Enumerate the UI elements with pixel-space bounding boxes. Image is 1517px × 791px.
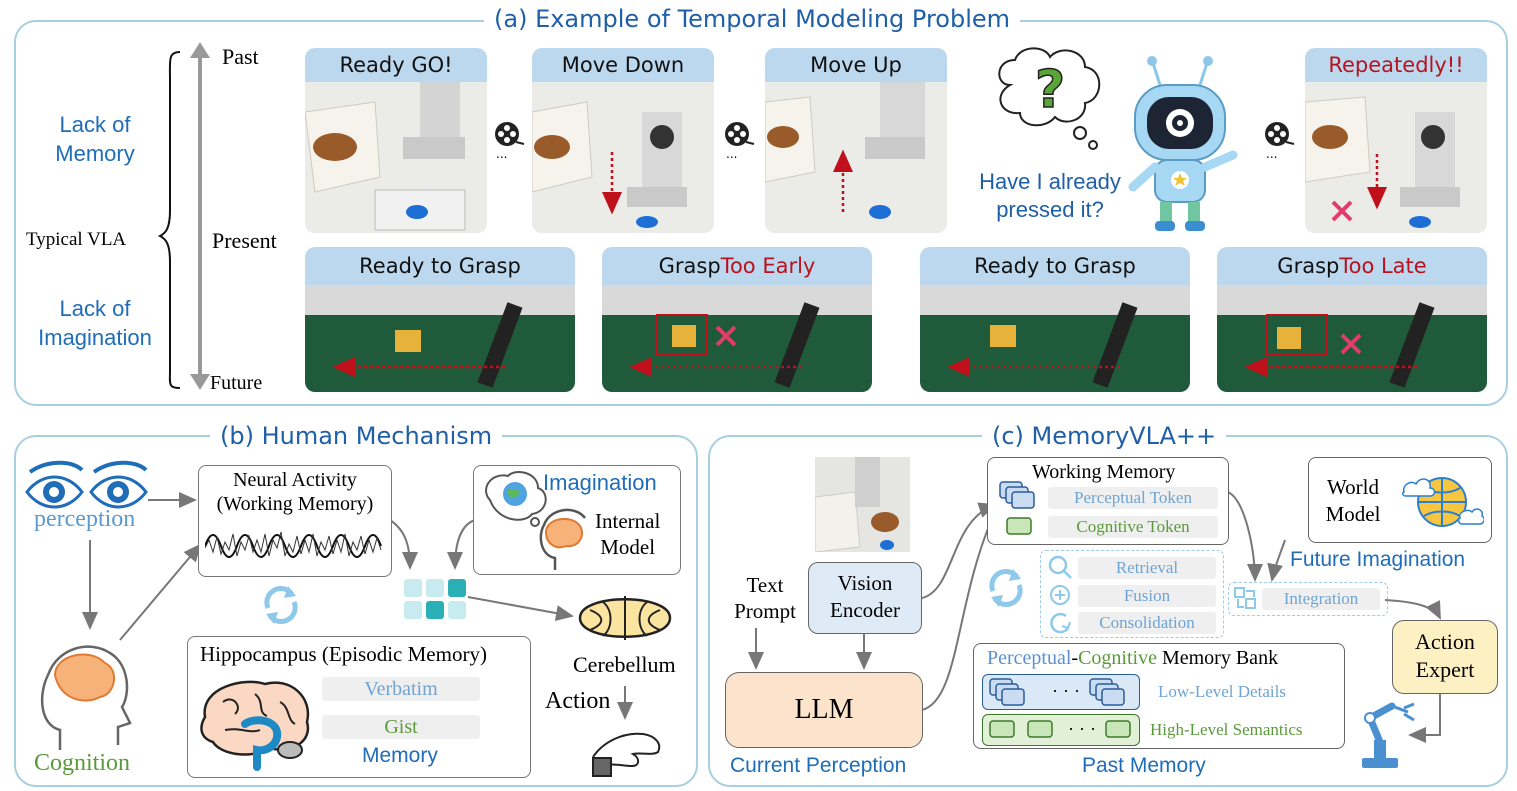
frame-ready-to-grasp-1: Ready to Grasp bbox=[305, 247, 575, 392]
cognition-label: Cognition bbox=[34, 750, 131, 776]
cognitive-ellipsis: · · · bbox=[1068, 718, 1096, 738]
frame-grasp-too-late: Grasp Too Late bbox=[1217, 247, 1487, 392]
time-axis bbox=[190, 42, 210, 390]
head-cognition-icon bbox=[40, 645, 132, 750]
panel-a-title: (a) Example of Temporal Modeling Problem bbox=[484, 5, 1021, 33]
svg-text:...: ... bbox=[1266, 147, 1277, 160]
cognitive-token-icon bbox=[1105, 720, 1131, 738]
world-model-label: World Model bbox=[1325, 475, 1381, 526]
film-reel-icon: ... bbox=[492, 120, 526, 161]
action-label: Action bbox=[545, 688, 611, 714]
plus-icon bbox=[1050, 585, 1070, 605]
perceptual-token-pill: Perceptual Token bbox=[1048, 487, 1218, 509]
axis-future: Future bbox=[210, 372, 263, 394]
film-reel-icon: ... bbox=[722, 120, 756, 161]
memory-label: Memory bbox=[362, 744, 438, 767]
memory-bank-label: Perceptual-Cognitive Memory Bank bbox=[987, 647, 1279, 669]
thinking-head-icon bbox=[485, 471, 586, 570]
neural-activity-label: Neural Activity (Working Memory) bbox=[216, 469, 374, 515]
hand-grasp-icon bbox=[592, 732, 661, 777]
svg-text:?: ? bbox=[1035, 60, 1065, 120]
thought-bubble-icon: ? bbox=[998, 47, 1101, 150]
integration-pill: Integration bbox=[1262, 588, 1380, 610]
typical-vla-label: Typical VLA bbox=[26, 229, 127, 250]
svg-text:...: ... bbox=[496, 147, 507, 160]
perceptual-ellipsis: · · · bbox=[1052, 680, 1080, 700]
consolidation-pill: Consolidation bbox=[1078, 612, 1216, 634]
neural-activity-box: Neural Activity (Working Memory) bbox=[198, 465, 392, 577]
cognitive-token-icon bbox=[1006, 517, 1032, 535]
verbatim-pill: Verbatim bbox=[322, 677, 480, 701]
globe-icon bbox=[1401, 477, 1484, 527]
text-prompt-label: Text Prompt bbox=[734, 573, 796, 623]
consolidate-icon bbox=[1050, 612, 1071, 634]
hippocampus-label: Hippocampus (Episodic Memory) bbox=[200, 642, 487, 666]
past-memory-label: Past Memory bbox=[1082, 754, 1206, 777]
update-cycle-icon bbox=[989, 569, 1023, 607]
perceptual-stack-icon bbox=[1089, 678, 1125, 706]
axis-past: Past bbox=[222, 44, 259, 69]
robot-thought-text: Have I already pressed it? bbox=[979, 169, 1121, 222]
current-perception-label: Current Perception bbox=[730, 754, 907, 777]
cognitive-token-icon bbox=[989, 720, 1053, 738]
internal-model-label: Internal Model bbox=[595, 509, 661, 559]
lack-of-memory-label: Lack of Memory bbox=[55, 112, 135, 166]
cerebellum-label: Cerebellum bbox=[573, 652, 676, 677]
frame-grasp-too-early: Grasp Too Early bbox=[602, 247, 872, 392]
search-icon bbox=[1048, 555, 1072, 579]
robot-scene-image bbox=[815, 457, 910, 552]
recycle-icon bbox=[264, 586, 298, 624]
action-expert-box: Action Expert bbox=[1392, 620, 1498, 694]
frame-move-up: Move Up bbox=[765, 48, 947, 233]
cerebellum-icon bbox=[578, 596, 672, 640]
vision-encoder-box: Vision Encoder bbox=[808, 562, 922, 634]
robot-mascot-icon bbox=[1128, 56, 1238, 231]
frame-move-down: Move Down bbox=[532, 48, 714, 233]
lack-of-imagination-label: Lack of Imagination bbox=[38, 296, 152, 350]
imagination-label: Imagination bbox=[543, 470, 657, 495]
frame-ready-go: Ready GO! bbox=[305, 48, 487, 233]
working-memory-label: Working Memory bbox=[1032, 461, 1176, 483]
fusion-pill: Fusion bbox=[1078, 585, 1216, 607]
svg-text:...: ... bbox=[726, 147, 737, 160]
perception-label: perception bbox=[34, 506, 136, 532]
perceptual-stack-icon bbox=[989, 678, 1025, 706]
panel-b-title: (b) Human Mechanism bbox=[210, 422, 503, 450]
film-reel-icon: ... bbox=[1262, 120, 1296, 161]
cognitive-token-pill: Cognitive Token bbox=[1048, 516, 1218, 538]
puzzle-icon bbox=[1234, 587, 1256, 609]
integration-box bbox=[1228, 582, 1388, 616]
eye-icon bbox=[25, 460, 148, 509]
panel-b-arrows bbox=[82, 492, 633, 720]
memory-brace bbox=[158, 51, 181, 389]
gist-pill: Gist bbox=[322, 715, 480, 739]
future-imagination-label: Future Imagination bbox=[1290, 548, 1466, 571]
memory-ops-box bbox=[1040, 550, 1224, 638]
frame-repeatedly: Repeatedly!! bbox=[1305, 48, 1487, 233]
brain-hippocampus-icon bbox=[200, 680, 310, 771]
axis-present: Present bbox=[212, 228, 277, 253]
low-level-details-label: Low-Level Details bbox=[1158, 682, 1286, 701]
neural-wave-icon bbox=[205, 531, 382, 558]
panel-c-title: (c) MemoryVLA++ bbox=[982, 422, 1227, 450]
robot-arm-icon bbox=[1362, 702, 1415, 768]
llm-box: LLM bbox=[725, 672, 923, 748]
frame-ready-to-grasp-2: Ready to Grasp bbox=[920, 247, 1190, 392]
perceptual-token-stack-icon bbox=[999, 481, 1035, 509]
high-level-semantics-label: High-Level Semantics bbox=[1150, 720, 1303, 739]
token-grid-icon bbox=[404, 579, 466, 619]
retrieval-pill: Retrieval bbox=[1078, 557, 1216, 579]
